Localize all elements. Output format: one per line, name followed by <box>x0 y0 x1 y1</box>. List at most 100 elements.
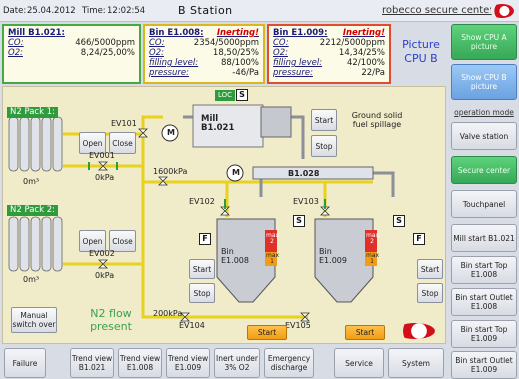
brand-link[interactable]: robecco secure center <box>382 5 494 16</box>
e1008-max1-label: max 1 <box>266 252 280 265</box>
pack-1-close-button[interactable]: Close <box>109 132 136 154</box>
pack-1-open-button[interactable]: Open <box>79 132 106 154</box>
e1008-start-button[interactable]: Start <box>189 259 215 279</box>
ground-solid-label: Ground solid fuel spillage <box>351 111 403 129</box>
e1008-o2-value: 18,50/25% <box>212 48 259 58</box>
mill-body <box>192 104 264 148</box>
bin-e1008-info-panel: Bin E1.008:Inerting! CO:2354/5000ppm O2:… <box>143 24 265 84</box>
e1009-filling-label: filling level: <box>273 58 323 68</box>
e1009-co-value: 2212/5000ppm <box>319 38 385 48</box>
e1009-o2-value: 14,34/25% <box>338 48 385 58</box>
robecco-logo-canvas-icon <box>395 323 435 339</box>
n2-pipes <box>63 115 373 319</box>
e1009-outlet-start-button[interactable]: Start <box>345 325 385 340</box>
pressure-1600kpa: 1600kPa <box>153 167 188 176</box>
n2-pack-1-label: N2 Pack 1: <box>7 107 58 118</box>
date-value: 25.04.2012 <box>27 6 76 16</box>
ev103-label: EV103 <box>293 197 319 206</box>
failure-button[interactable]: Failure <box>4 348 46 378</box>
e1008-pressure-value: -46/Pa <box>232 68 259 78</box>
e1008-f-indicator: F <box>199 233 211 245</box>
e1009-f-indicator: F <box>413 233 425 245</box>
pipe-main-vertical <box>141 117 203 319</box>
mill-info-panel: Mill B1.021: CO:466/5000ppm O2:8,24/25,0… <box>2 24 141 84</box>
bin-start-outlet-e1009-button[interactable]: Bin start Outlet E1.009 <box>451 351 517 379</box>
valve-ev105-icon <box>300 312 310 322</box>
mill-motor-m: M <box>167 128 175 137</box>
trend-view-e1009-button[interactable]: Trend view E1.009 <box>166 348 210 378</box>
pack-2-volume: 0m³ <box>23 275 40 284</box>
trend-view-b1021-button[interactable]: Trend view B1.021 <box>70 348 114 378</box>
duct-b1028-body <box>252 166 374 180</box>
pack-2-close-button[interactable]: Close <box>109 230 136 252</box>
mill-motor-icon <box>161 124 179 142</box>
e1008-o2-label: O2: <box>149 48 164 58</box>
bin-start-top-e1008-button[interactable]: Bin start Top E1.008 <box>451 256 517 284</box>
bin-e1009-warning: Inerting! <box>342 28 385 38</box>
mill-start-button-canvas[interactable]: Start <box>311 109 337 131</box>
e1008-outlet-start-button[interactable]: Start <box>247 325 287 340</box>
touchpanel-button[interactable]: Touchpanel <box>451 190 517 218</box>
ev101-label: EV101 <box>111 119 137 128</box>
e1009-level-max1-icon <box>365 252 377 266</box>
show-cpu-a-button[interactable]: Show CPU A picture <box>451 24 517 60</box>
bin-e1008-label: Bin E1.008 <box>221 247 249 265</box>
valve-1600kpa-icon <box>158 176 168 186</box>
n2-pack-2-bottles <box>8 216 63 272</box>
mill-stop-button-canvas[interactable]: Stop <box>311 135 337 157</box>
fan-motor-m: M <box>232 168 240 177</box>
system-button[interactable]: System <box>388 348 444 378</box>
fan-motor-icon <box>226 164 244 182</box>
e1009-stop-button[interactable]: Stop <box>417 283 443 303</box>
show-cpu-b-button[interactable]: Show CPU B picture <box>451 64 517 100</box>
bin-start-outlet-e1008-button[interactable]: Bin start Outlet E1.008 <box>451 288 517 316</box>
bin-e1008-title: Bin E1.008: <box>149 28 204 38</box>
duct-b1028-label: B1.028 <box>288 169 320 178</box>
e1008-filling-label: filling level: <box>149 58 199 68</box>
mill-s-indicator: S <box>236 89 248 101</box>
e1009-co-label: CO: <box>273 38 289 48</box>
n2-pack-1-bottles <box>8 116 63 172</box>
n2-pack-2-label: N2 Pack 2: <box>7 205 58 216</box>
e1009-s-indicator: S <box>393 215 405 227</box>
emergency-discharge-button[interactable]: Emergency discharge <box>264 348 314 378</box>
e1009-filling-value: 42/100% <box>347 58 385 68</box>
mill-label: Mill B1.021 <box>201 114 235 133</box>
pack-1-volume: 0m³ <box>23 177 40 186</box>
mill-start-button[interactable]: Mill start B1.021 <box>451 224 517 252</box>
ev105-label: EV105 <box>285 321 311 330</box>
trend-view-e1008-button[interactable]: Trend view E1.008 <box>118 348 162 378</box>
e1008-co-label: CO: <box>149 38 165 48</box>
valve-ev104-icon <box>180 312 190 322</box>
pressure-200kpa: 200kPa <box>153 309 183 318</box>
e1008-stop-button[interactable]: Stop <box>189 283 215 303</box>
ev002-pressure: 0kPa <box>95 271 115 280</box>
bin-e1008-warning: Inerting! <box>216 28 259 38</box>
mill-o2-value: 8,24/25,00% <box>80 48 135 58</box>
time-label: Time: <box>82 6 106 16</box>
bin-e1009-shape <box>314 218 374 303</box>
service-button[interactable]: Service <box>334 348 384 378</box>
pack-2-open-button[interactable]: Open <box>79 230 106 252</box>
mill-filter <box>260 106 292 138</box>
ev001-label: EV001 <box>89 151 115 160</box>
bin-start-top-e1009-button[interactable]: Bin start Top E1.009 <box>451 320 517 348</box>
manual-switch-over-button[interactable]: Manual switch over <box>11 307 57 333</box>
e1008-filling-value: 88/100% <box>221 58 259 68</box>
secure-center-button[interactable]: Secure center <box>451 156 517 184</box>
e1009-start-button[interactable]: Start <box>417 259 443 279</box>
bin-e1009-info-panel: Bin E1.009:Inerting! CO:2212/5000ppm O2:… <box>267 24 391 84</box>
duct-mill <box>183 115 305 159</box>
green-bypass <box>88 162 326 209</box>
e1008-s-indicator: S <box>293 215 305 227</box>
picture-cpu-label: Picture CPU B <box>402 38 440 65</box>
process-diagram: N2 Pack 1: N2 Pack 2: 0m³ 0m³ Open Close… <box>2 86 446 344</box>
operation-mode-label: operation mode <box>454 108 514 117</box>
bottom-nav-bar: Failure Trend view B1.021 Trend view E1.… <box>0 346 448 379</box>
e1008-pressure-label: pressure: <box>149 68 189 78</box>
valves <box>98 128 330 322</box>
inert-under-3-o2-button[interactable]: Inert under 3% O2 <box>214 348 260 378</box>
mill-o2-label: O2: <box>8 48 23 58</box>
ev102-label: EV102 <box>189 197 215 206</box>
valve-station-button[interactable]: Valve station <box>451 122 517 150</box>
